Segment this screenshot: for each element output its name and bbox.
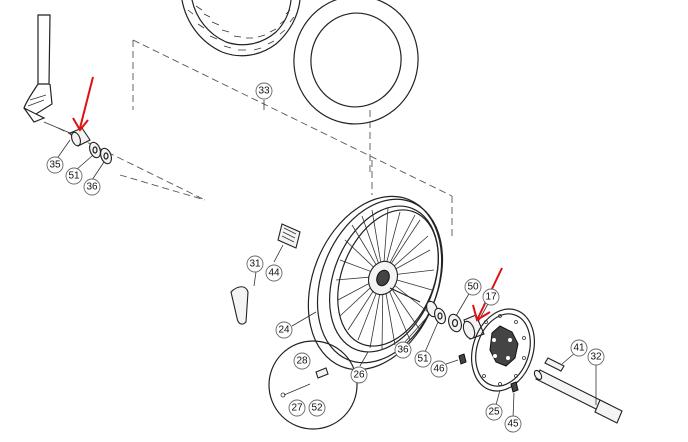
brake-disc bbox=[471, 308, 535, 392]
tire-ring bbox=[293, 0, 419, 125]
svg-text:45: 45 bbox=[507, 419, 519, 430]
pad-shield bbox=[230, 286, 249, 325]
part-label-33: 33 bbox=[255, 82, 273, 100]
part-label-45: 45 bbox=[504, 415, 522, 433]
disc-bolts bbox=[458, 353, 519, 393]
svg-text:36: 36 bbox=[397, 345, 409, 356]
svg-text:27: 27 bbox=[291, 403, 303, 414]
part-label-51-right: 51 bbox=[414, 350, 432, 368]
assembly-guide-lines bbox=[57, 39, 453, 240]
svg-text:28: 28 bbox=[296, 356, 308, 367]
svg-text:36: 36 bbox=[86, 182, 98, 193]
part-label-31: 31 bbox=[246, 255, 264, 273]
svg-text:31: 31 bbox=[249, 259, 261, 270]
svg-text:26: 26 bbox=[353, 370, 365, 381]
part-label-27: 27 bbox=[288, 399, 306, 417]
part-label-17: 17 bbox=[482, 288, 500, 306]
part-label-36-left: 36 bbox=[83, 178, 101, 196]
highlight-arrow-left bbox=[72, 76, 94, 132]
svg-text:41: 41 bbox=[573, 343, 585, 354]
caliper-screw bbox=[544, 357, 565, 372]
svg-text:51: 51 bbox=[68, 171, 80, 182]
part-label-51-left: 51 bbox=[65, 167, 83, 185]
part-label-46: 46 bbox=[430, 360, 448, 378]
svg-text:44: 44 bbox=[268, 268, 280, 279]
right-spacer-stack bbox=[426, 300, 485, 340]
part-label-36-right: 36 bbox=[394, 341, 412, 359]
tire-tread bbox=[181, 0, 301, 57]
part-label-24: 24 bbox=[275, 321, 293, 339]
part-label-44: 44 bbox=[265, 264, 283, 282]
svg-text:46: 46 bbox=[433, 364, 445, 375]
part-label-28: 28 bbox=[293, 352, 311, 370]
axle-shaft bbox=[533, 369, 623, 424]
svg-text:32: 32 bbox=[590, 352, 602, 363]
part-label-25: 25 bbox=[485, 403, 503, 421]
svg-text:35: 35 bbox=[49, 160, 61, 171]
fork-leg bbox=[23, 14, 53, 123]
svg-text:51: 51 bbox=[417, 354, 429, 365]
part-label-52: 52 bbox=[308, 399, 326, 417]
part-label-41: 41 bbox=[570, 339, 588, 357]
part-label-26: 26 bbox=[350, 366, 368, 384]
leader-lines bbox=[55, 100, 597, 419]
svg-text:33: 33 bbox=[258, 86, 270, 97]
svg-text:52: 52 bbox=[311, 403, 323, 414]
svg-text:50: 50 bbox=[467, 282, 479, 293]
left-spacer-stack bbox=[43, 121, 112, 165]
part-label-32: 32 bbox=[587, 348, 605, 366]
valve-detail-inset bbox=[268, 340, 358, 430]
svg-text:17: 17 bbox=[485, 292, 497, 303]
wheel-hub bbox=[367, 260, 421, 303]
wheel-spokes bbox=[335, 207, 435, 351]
part-label-35: 35 bbox=[46, 156, 64, 174]
part-label-50: 50 bbox=[464, 278, 482, 296]
brake-pad bbox=[277, 223, 301, 249]
svg-text:24: 24 bbox=[278, 325, 290, 336]
svg-text:25: 25 bbox=[488, 407, 500, 418]
